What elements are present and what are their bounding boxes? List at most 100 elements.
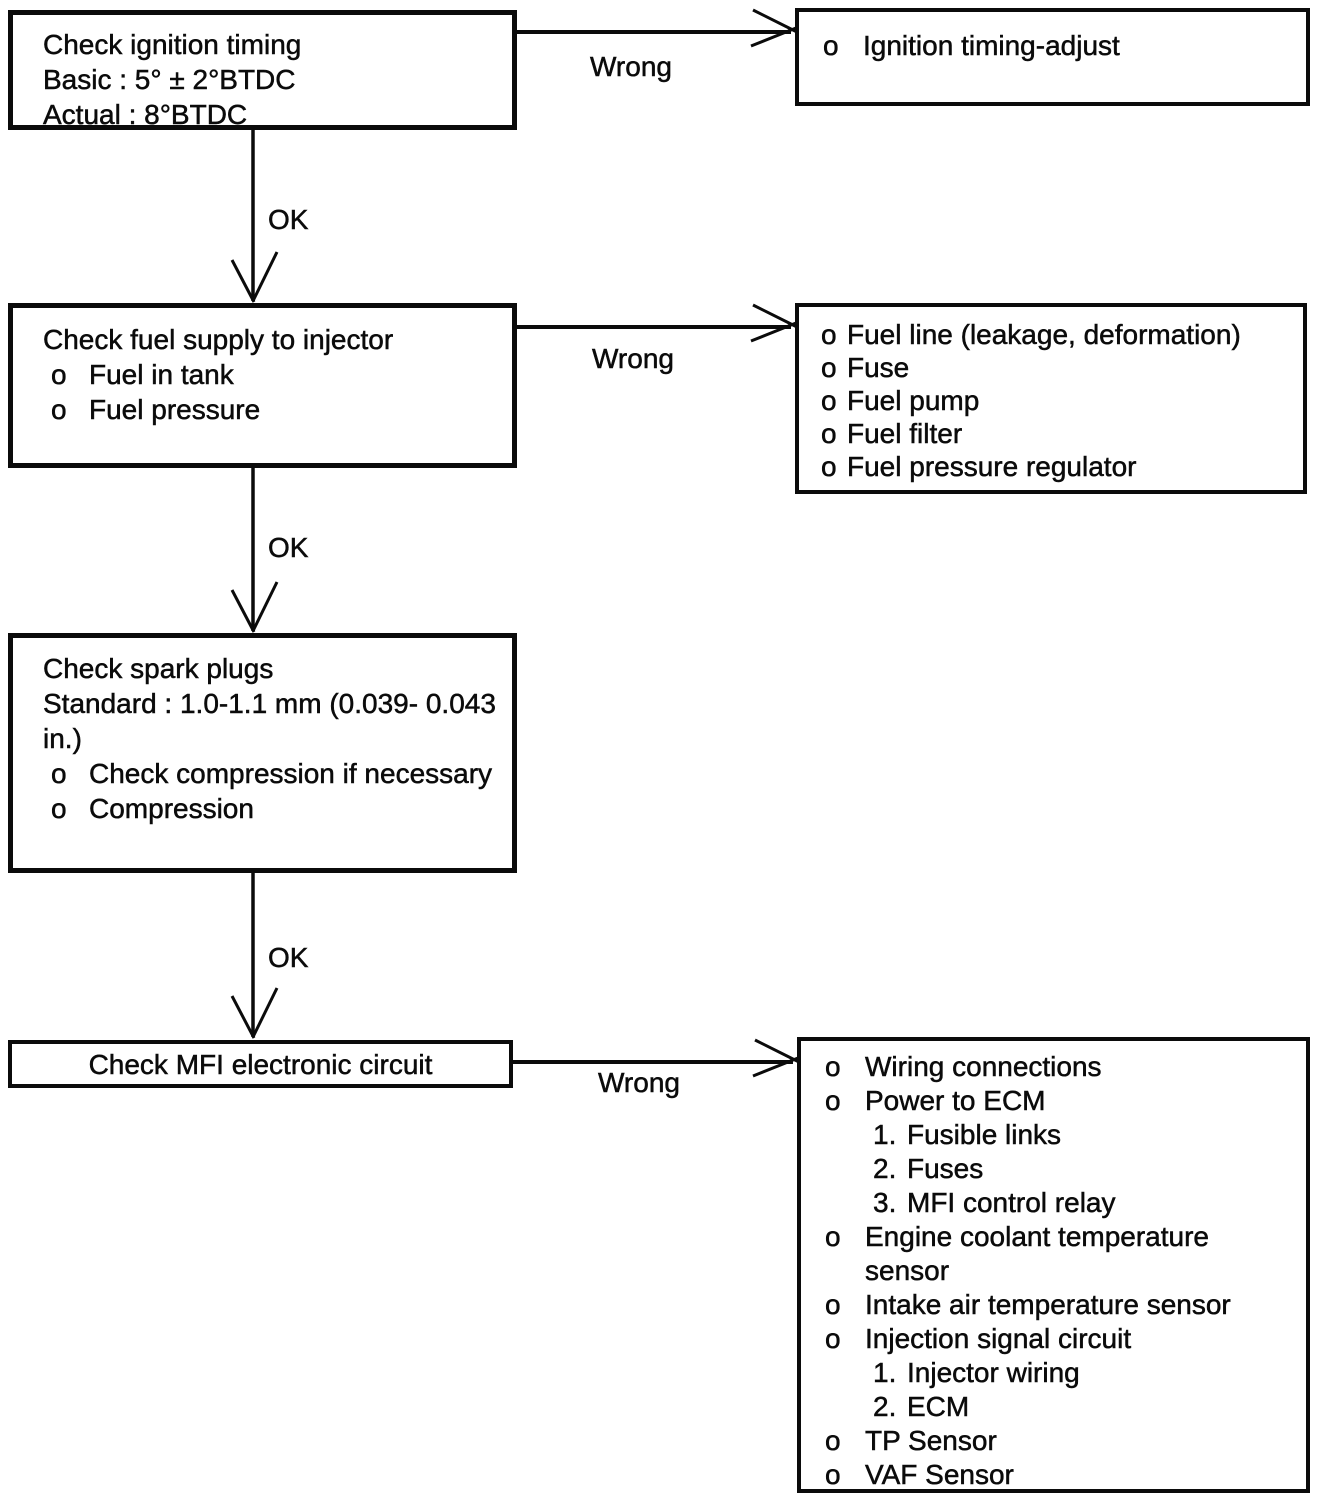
bullet-marker: o [825,1425,841,1457]
bullet-marker: o [51,359,67,391]
list-item: o VAF Sensor [825,1458,1294,1492]
list-item: o Fuel line (leakage, deformation) [821,318,1295,351]
list-item: o Fuel pump [821,384,1295,417]
list-item: 3. MFI control relay [873,1186,1294,1220]
list-item-label: Compression [89,793,254,825]
list-item: o Engine coolant temperature sensor [825,1220,1294,1288]
list-item: o Wiring connections [825,1050,1294,1084]
list-item: o TP Sensor [825,1424,1294,1458]
list-item-label: VAF Sensor [865,1459,1014,1491]
bullet-marker: 2. [873,1153,897,1185]
check-mfi-circuit-box: Check MFI electronic circuit [8,1040,513,1088]
list-item-label: Injection signal circuit [865,1323,1132,1355]
check-fuel-supply-list: o Fuel in tank o Fuel pressure [43,357,500,427]
arrow-ok-1-head [230,259,256,303]
arrow-ok-2-head [251,581,279,632]
list-item: o Injection signal circuit [825,1322,1294,1356]
box-text-line: Check ignition timing [43,29,302,61]
bullet-marker: o [821,418,837,450]
bullet-marker: o [823,30,839,62]
arrow-ignition-wrong-head [752,8,798,34]
arrow-ok-1-head [251,251,279,302]
list-item: o Fuel filter [821,417,1295,450]
bullet-marker: o [821,352,837,384]
arrow-ok-3-head [251,987,279,1038]
check-ignition-timing-box: Check ignition timing Basic : 5° ± 2°BTD… [8,10,517,130]
box-text-line: Actual : 8°BTDC [43,99,248,131]
list-item: 1. Injector wiring [873,1356,1294,1390]
arrow-fuel-wrong-head [752,303,798,329]
list-item-label: ECM [907,1391,970,1423]
list-item: o Intake air temperature sensor [825,1288,1294,1322]
check-fuel-supply-box: Check fuel supply to injector o Fuel in … [8,303,517,468]
arrow-ok-2-head [230,589,256,633]
list-item-label: Fuel pressure regulator [847,451,1137,483]
bullet-marker: o [825,1085,841,1117]
box-title: Check MFI electronic circuit [88,1048,433,1080]
list-item-label: Engine coolant temperature sensor [865,1221,1210,1287]
list-item-label: Intake air temperature sensor [865,1289,1231,1321]
wrong-label-3: Wrong [598,1067,680,1098]
list-item-label: Fusible links [907,1119,1062,1151]
bullet-marker: o [821,385,837,417]
bullet-marker: o [825,1221,841,1253]
list-item-label: TP Sensor [865,1425,997,1457]
list-item-label: Power to ECM [865,1085,1046,1117]
box-text-line: in.) [43,723,82,755]
list-item-label: Wiring connections [865,1051,1102,1083]
bullet-marker: o [51,394,67,426]
box-text-line: Check spark plugs [43,653,274,685]
bullet-marker: 1. [873,1119,897,1151]
check-spark-plugs-lines: Check spark plugs Standard : 1.0-1.1 mm … [43,651,502,756]
list-item-label: Check compression if necessary [89,758,493,790]
bullet-marker: 2. [873,1391,897,1423]
arrow-mfi-wrong-head [752,1056,799,1078]
list-item-label: Fuel filter [847,418,963,450]
box-text-line: Basic : 5° ± 2°BTDC [43,64,296,96]
arrow-mfi-wrong-head [754,1038,800,1064]
ok-label-3: OK [268,942,309,973]
arrow-ok-3-head [230,995,256,1039]
box-title: Check fuel supply to injector [43,324,394,356]
bullet-marker: o [825,1459,841,1491]
check-spark-plugs-list: o Check compression if necessary o Compr… [43,756,502,826]
bullet-marker: o [821,451,837,483]
wrong-label-1: Wrong [590,51,672,82]
list-item: o Fuel in tank [43,357,500,392]
list-item: o Fuel pressure regulator [821,450,1295,483]
list-item-label: Fuel in tank [89,359,234,391]
mfi-actions-box: o Wiring connections o Power to ECM 1. F… [797,1037,1310,1493]
list-item: o Fuel pressure [43,392,500,427]
bullet-marker: o [825,1289,841,1321]
arrow-ignition-wrong-head [750,26,797,48]
bullet-marker: 1. [873,1357,897,1389]
bullet-marker: 3. [873,1187,897,1219]
wrong-label-2: Wrong [592,343,674,374]
list-item: o Ignition timing-adjust [823,28,1296,63]
bullet-marker: o [825,1051,841,1083]
list-item: 2. ECM [873,1390,1294,1424]
bullet-marker: o [825,1323,841,1355]
bullet-marker: o [821,319,837,351]
list-item-label: Fuel line (leakage, deformation) [847,319,1241,351]
list-item: 1. Fusible links [873,1118,1294,1152]
check-spark-plugs-box: Check spark plugs Standard : 1.0-1.1 mm … [8,633,517,873]
list-item-label: Injector wiring [907,1357,1080,1389]
list-item-label: MFI control relay [907,1187,1116,1219]
list-item-label: Ignition timing-adjust [863,30,1120,62]
list-item: o Check compression if necessary [43,756,502,791]
arrow-fuel-wrong-head [750,321,797,343]
list-item-label: Fuses [907,1153,984,1185]
bullet-marker: o [51,793,67,825]
list-item: 2. Fuses [873,1152,1294,1186]
list-item: o Compression [43,791,502,826]
box-text-line: Standard : 1.0-1.1 mm (0.039- 0.043 [43,688,496,720]
fuel-actions-box: o Fuel line (leakage, deformation) o Fus… [795,303,1307,494]
list-item-label: Fuel pressure [89,394,261,426]
bullet-marker: o [51,758,67,790]
list-item-label: Fuse [847,352,910,384]
ignition-actions-box: o Ignition timing-adjust [795,8,1310,106]
list-item-label: Fuel pump [847,385,980,417]
